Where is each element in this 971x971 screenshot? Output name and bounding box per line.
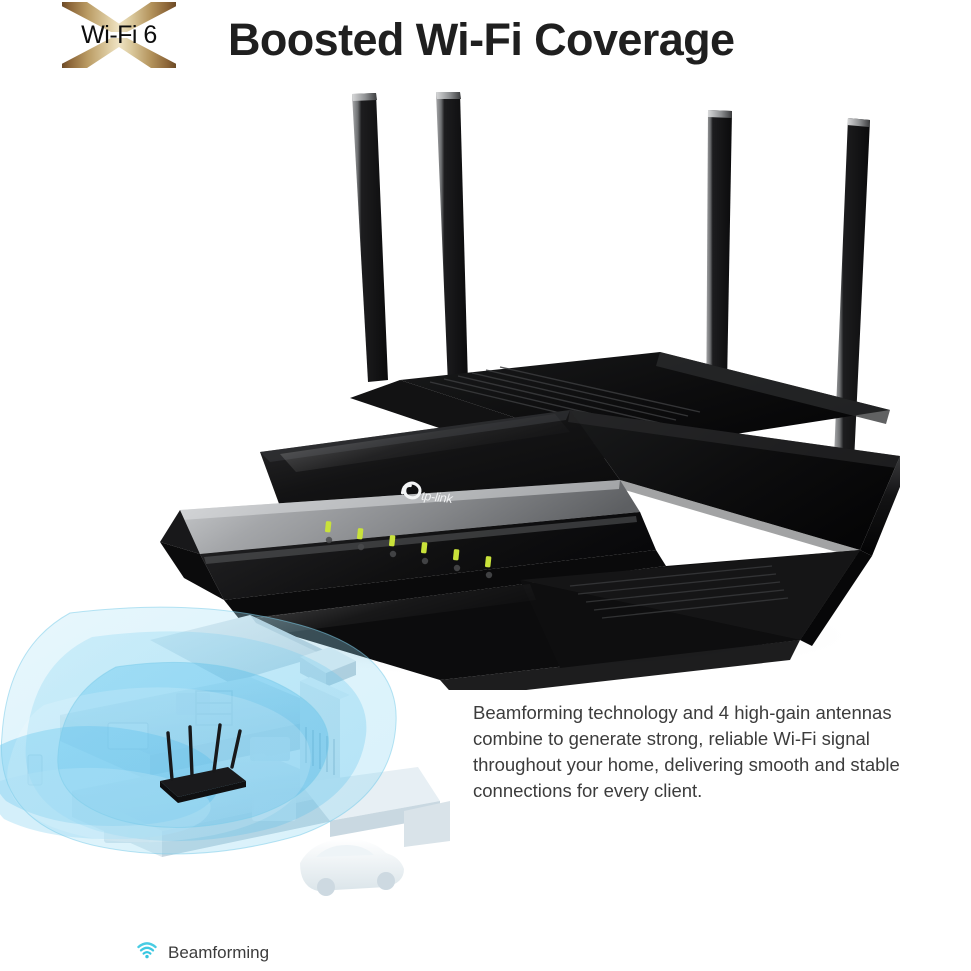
- router-front-bevel: [200, 512, 666, 620]
- mini-router: [160, 723, 246, 803]
- feature-description-line-3: throughout your home, delivering smooth …: [473, 754, 900, 775]
- router-product-image: tp-link: [100, 80, 900, 690]
- wifi6-badge-label: Wi-Fi 6: [81, 21, 157, 49]
- page-title: Boosted Wi-Fi Coverage: [228, 14, 735, 65]
- led-indicator-row: [324, 521, 493, 579]
- coverage-caption-label: Beamforming: [168, 942, 270, 962]
- feature-description-line-1: Beamforming technology and 4 high-gain a…: [473, 702, 892, 723]
- router-right-edge: [800, 456, 900, 646]
- feature-description-line-4: connections for every client.: [473, 780, 703, 801]
- antenna-group: [352, 92, 870, 462]
- router-top-shell: [260, 410, 900, 558]
- svg-text:tp-link: tp-link: [421, 489, 455, 506]
- router-lower-body: [240, 550, 860, 690]
- coverage-caption: Beamforming: [136, 941, 269, 964]
- beamforming-signal-field: [0, 606, 397, 855]
- feature-description-line-2: combine to generate strong, reliable Wi-…: [473, 728, 870, 749]
- router-left-tip: [160, 510, 224, 600]
- car: [300, 838, 404, 896]
- wifi6-badge: Wi-Fi 6: [62, 0, 176, 70]
- coverage-illustration: [0, 595, 450, 920]
- feature-description: Beamforming technology and 4 high-gain a…: [473, 700, 953, 804]
- tp-link-logo: tp-link: [400, 481, 455, 506]
- beamforming-wifi-icon: [136, 941, 158, 964]
